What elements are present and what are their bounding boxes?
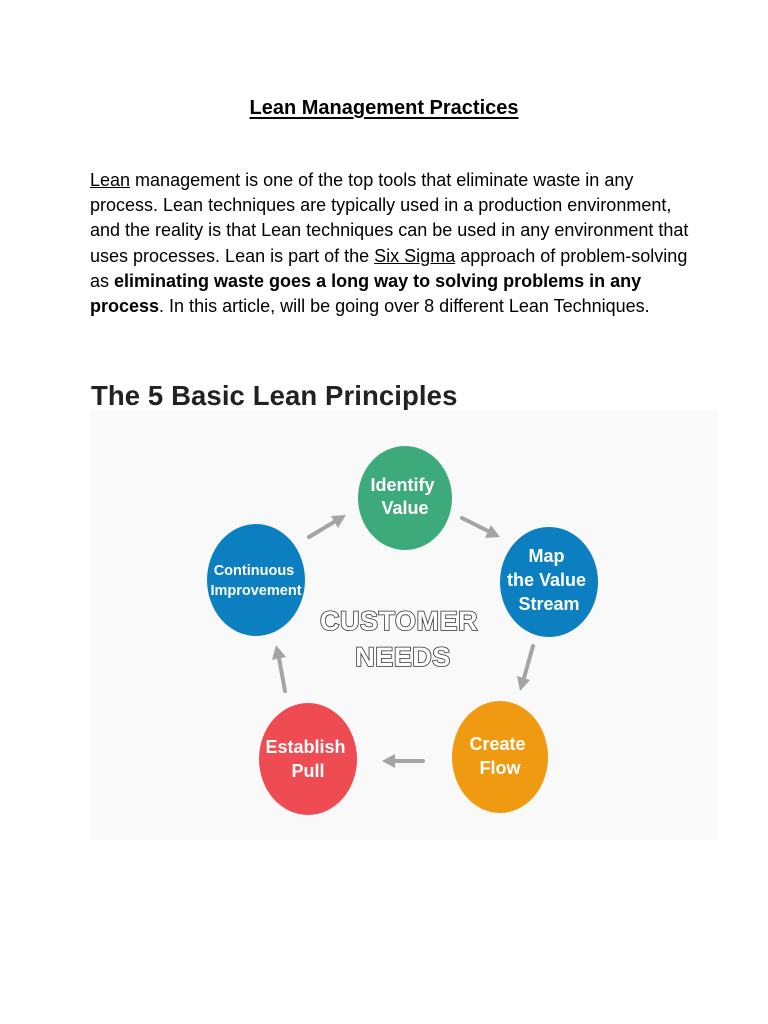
node-continuous-improvement-circle	[207, 524, 305, 636]
arrow-improvement-to-identify	[307, 515, 346, 539]
lean-principles-figure: The 5 Basic Lean Principles	[90, 372, 718, 840]
node-identify-value-circle	[358, 446, 452, 550]
node-create-flow-line-2: Flow	[480, 758, 522, 778]
intro-paragraph: Lean management is one of the top tools …	[90, 168, 690, 319]
customer-needs-label: CUSTOMER NEEDS	[320, 606, 486, 672]
intro-lean-word: Lean	[90, 170, 131, 190]
node-create-flow-circle	[452, 701, 548, 813]
node-continuous-improvement-line-2: Improvement	[210, 583, 301, 599]
node-map-value-stream-line-2: the Value	[507, 570, 586, 590]
node-create-flow: Create Flow	[452, 701, 548, 813]
node-map-value-stream-line-1: Map	[528, 546, 564, 566]
intro-bold-text: eliminating waste goes a long way to sol…	[90, 270, 642, 317]
page-title: Lean Management Practices	[249, 97, 519, 119]
node-map-value-stream: Map the Value Stream	[500, 527, 598, 637]
svg-text:Map the Value: Map the Value Stream	[507, 546, 591, 614]
lean-cycle-diagram: Identify Value Map the Value Stream Crea…	[90, 410, 718, 840]
arrow-pull-to-improvement	[272, 645, 287, 693]
node-identify-value-line-1: Identify	[370, 475, 434, 495]
intro-text-1: management is one of the top tools that …	[90, 170, 689, 266]
center-line-1: CUSTOMER	[320, 606, 478, 636]
arrow-flow-to-pull	[382, 754, 425, 768]
node-establish-pull-line-1: Establish	[265, 737, 345, 757]
node-establish-pull-circle	[259, 703, 357, 815]
node-map-value-stream-line-3: Stream	[518, 594, 579, 614]
six-sigma-link[interactable]: Six Sigma	[374, 245, 456, 266]
cycle-svg: Identify Value Map the Value Stream Crea…	[207, 446, 598, 815]
node-continuous-improvement-line-1: Continuous	[214, 563, 295, 579]
svg-text:Establish Pull: Establish Pull	[265, 737, 350, 781]
node-identify-value: Identify Value	[358, 446, 452, 550]
intro-text-3: . In this article, will be going over 8 …	[159, 296, 650, 317]
intro-text-2: approach of problem-solving as	[90, 245, 688, 291]
figure-title: The 5 Basic Lean Principles	[91, 380, 458, 411]
center-line-2: NEEDS	[355, 642, 451, 672]
arrow-map-to-flow	[517, 644, 535, 691]
svg-text:Continuous Improveme: Continuous Improvement	[210, 563, 301, 599]
node-map-value-stream-circle	[500, 527, 598, 637]
node-identify-value-line-2: Value	[381, 498, 428, 518]
node-establish-pull-line-2: Pull	[291, 761, 324, 781]
node-create-flow-line-1: Create	[469, 734, 525, 754]
arrow-identify-to-map	[460, 516, 500, 538]
node-establish-pull: Establish Pull	[259, 703, 357, 815]
svg-text:Create Flow: Create Flow	[469, 734, 530, 778]
node-continuous-improvement: Continuous Improvement	[207, 524, 305, 636]
svg-text:Identify Value: Identify Value	[370, 475, 439, 518]
